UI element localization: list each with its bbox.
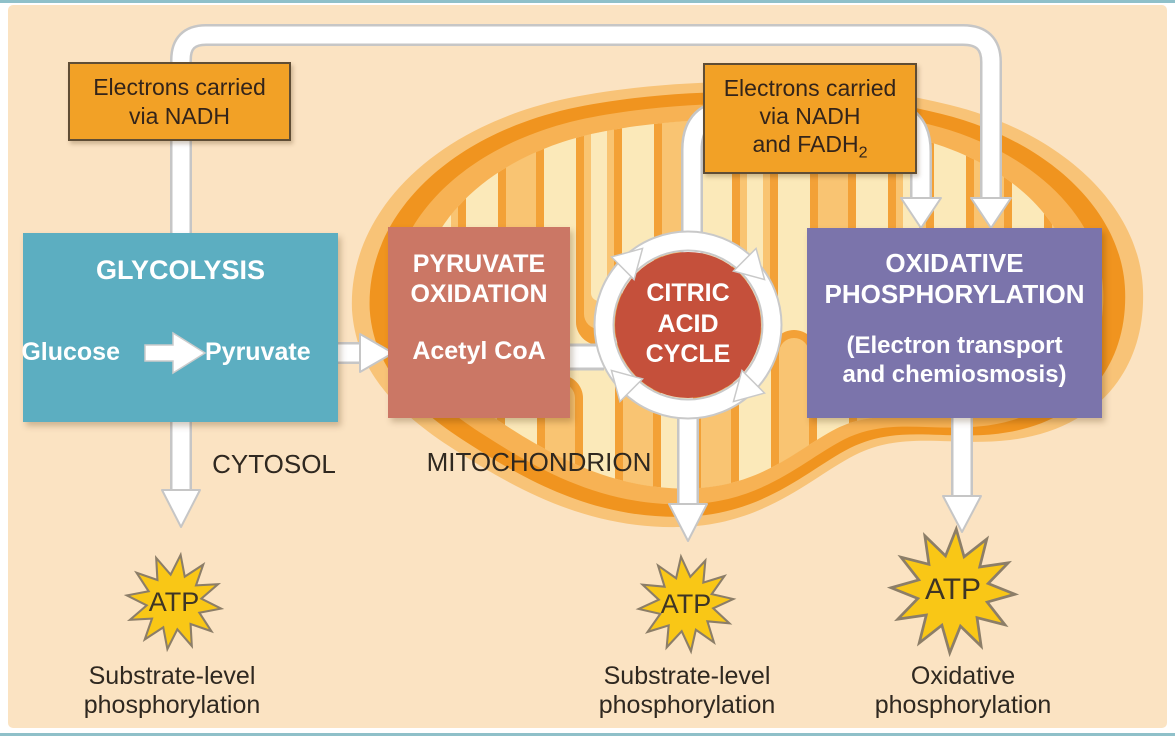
electron-carrier-right-line2: via NADH (759, 102, 861, 129)
glycolysis-box: GLYCOLYSIS (23, 233, 338, 422)
citric-acid-cycle-ring (593, 230, 783, 420)
citric-acid-cycle-label: CITRIC ACID CYCLE (645, 279, 731, 368)
atp-label-left: ATP (148, 587, 200, 617)
glycolysis-title: GLYCOLYSIS (95, 255, 266, 285)
arrowhead-glycolysis-atp (161, 489, 201, 528)
top-edge-rule (0, 0, 1175, 3)
oxidative-phosphorylation-box: OXIDATIVE PHOSPHORYLATION (Electron tran… (807, 228, 1102, 418)
glucose-to-pyruvate-arrow (143, 330, 213, 381)
atp-label-right: ATP (924, 573, 982, 606)
citric-acid-cycle-circle (615, 252, 761, 398)
oxidative-phosphorylation-subtitle: (Electron transport and chemiosmosis) (842, 332, 1067, 388)
electron-carrier-right-line3: and FADH2 (752, 130, 868, 162)
oxidative-phosphorylation-title: OXIDATIVE PHOSPHORYLATION (824, 248, 1085, 309)
arrowhead-into-pyruvate (359, 333, 394, 373)
electron-carrier-left-line2: via NADH (129, 102, 230, 129)
outcome-label-oxidative: Oxidative phosphorylation (874, 662, 1052, 719)
acetyl-coa-label: Acetyl CoA (412, 337, 546, 365)
outcome-label-substrate-level-middle: Substrate-level phosphorylation (598, 662, 776, 719)
electron-carrier-left-line1: Electrons carried (93, 74, 266, 101)
arrowhead-cycle-atp (668, 503, 708, 542)
arrowhead-into-oxphos-left (900, 197, 942, 229)
arrowhead-oxphos-atp (942, 495, 982, 533)
fadh2-subscript: 2 (858, 143, 868, 162)
bottom-edge-rule (0, 733, 1175, 736)
mitochondrion-label: MITOCHONDRION (426, 447, 652, 477)
pyruvate-oxidation-title: PYRUVATE OXIDATION (410, 250, 548, 308)
electron-carrier-left-box: Electrons carried via NADH (68, 62, 291, 141)
outcome-label-substrate-level-left: Substrate-level phosphorylation (83, 662, 261, 719)
cytosol-label: CYTOSOL (212, 449, 336, 479)
pyruvate-label: Pyruvate (205, 338, 311, 366)
electron-carrier-right-line1: Electrons carried (723, 74, 897, 101)
flow-pipes (161, 24, 1012, 542)
atp-label-middle: ATP (660, 589, 712, 619)
electron-carrier-right-box: Electrons carried via NADH and FADH2 (703, 63, 917, 174)
pyruvate-oxidation-box: PYRUVATE OXIDATION Acetyl CoA (388, 227, 570, 418)
glucose-label: Glucose (21, 338, 120, 366)
arrowhead-into-oxphos-right (970, 197, 1012, 229)
